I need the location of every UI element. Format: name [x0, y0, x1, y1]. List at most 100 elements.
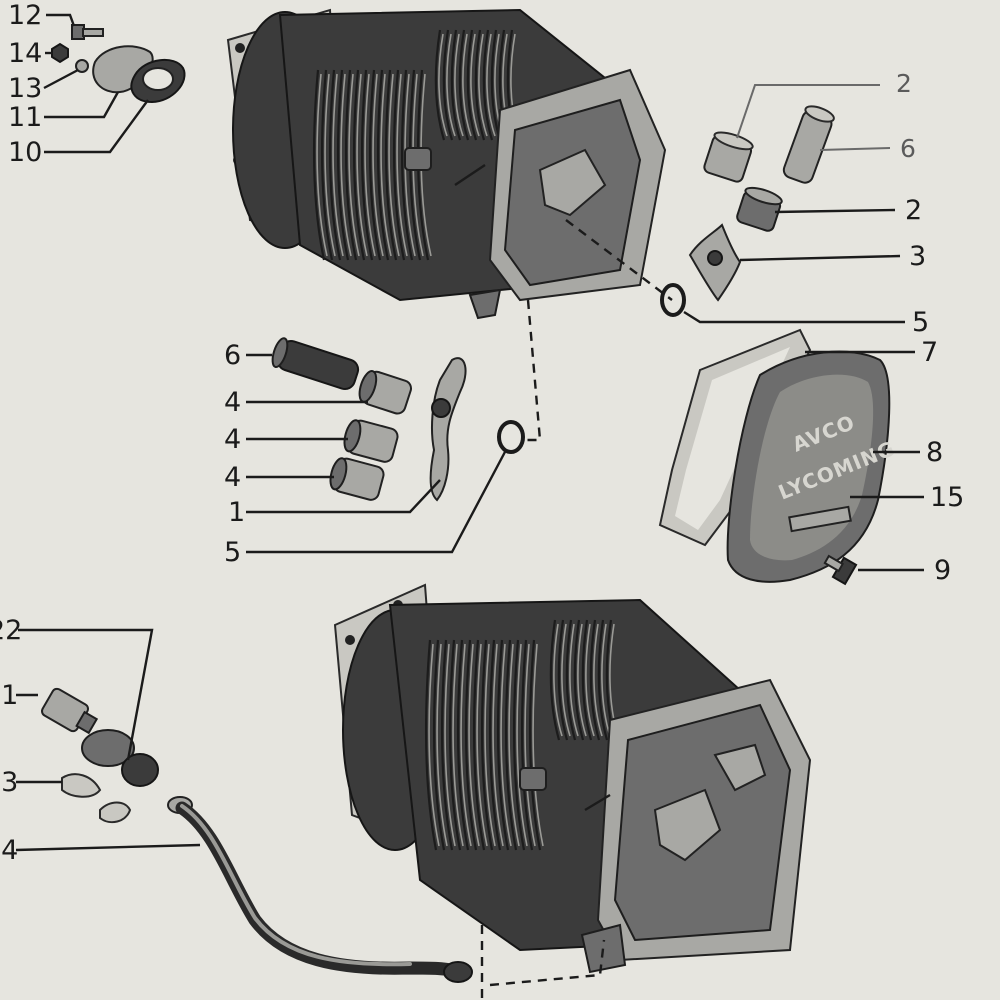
- upper-cooling-fins: [312, 29, 520, 261]
- callout-4-b: 4: [224, 424, 241, 455]
- callout-6-upper: 6: [900, 134, 916, 163]
- cooling-fin: [458, 29, 470, 141]
- cooling-fin-highlight: [484, 643, 496, 847]
- cooling-fin: [482, 29, 494, 141]
- callout-1: 1: [228, 497, 245, 528]
- cooling-fin: [474, 29, 486, 141]
- upper-cylinder-assembly: [226, 8, 667, 320]
- callout-15: 15: [930, 482, 964, 513]
- cooling-fin: [440, 639, 454, 851]
- cooling-fin: [512, 639, 526, 851]
- middle-rocker-parts: [271, 337, 525, 502]
- primer-fitting-parts: [41, 687, 473, 983]
- cooling-fin: [549, 619, 561, 741]
- cooling-fin: [368, 69, 382, 261]
- nameplate: [788, 505, 852, 533]
- cooling-fin-highlight: [356, 73, 368, 257]
- cooling-fin: [581, 619, 593, 741]
- cooling-fin-highlight: [446, 33, 456, 137]
- callout-22: 22: [0, 615, 22, 646]
- top-left-leaders: [43, 13, 149, 154]
- cooling-fin: [360, 69, 374, 261]
- callout-5-right: 5: [912, 307, 929, 338]
- cooling-fin: [434, 29, 446, 141]
- cooling-fin: [573, 619, 585, 741]
- cooling-fin-highlight: [444, 643, 456, 847]
- lower-cooling-fins: [424, 619, 619, 851]
- cooling-fin-highlight: [486, 33, 496, 137]
- cooling-fin-highlight: [460, 643, 472, 847]
- middle-left-leaders: [246, 353, 508, 554]
- cooling-fin-highlight: [476, 643, 488, 847]
- cooling-fin-highlight: [569, 623, 579, 737]
- alignment-dash-lower-right: [489, 939, 606, 987]
- cover-callouts: 7 8 15 9: [921, 337, 964, 586]
- cooling-fin-highlight: [364, 73, 376, 257]
- bottom-left-leaders: [15, 628, 201, 852]
- callout-4-c: 4: [224, 462, 241, 493]
- cooling-fin-highlight: [601, 623, 611, 737]
- cooling-fin-highlight: [452, 643, 464, 847]
- cooling-fin: [472, 639, 486, 851]
- cooling-fin: [520, 639, 534, 851]
- callout-11: 11: [8, 102, 42, 133]
- callout-4-a: 4: [224, 387, 241, 418]
- cooling-fin-highlight: [577, 623, 587, 737]
- cooling-fin-highlight: [492, 643, 504, 847]
- alignment-dash-middle: [522, 299, 542, 442]
- cooling-fin: [490, 29, 502, 141]
- cooling-fin-highlight: [468, 643, 480, 847]
- cooling-fin: [597, 619, 609, 741]
- callout-6-left: 6: [224, 340, 241, 371]
- cover-plate-parts: [51, 24, 186, 104]
- callout-7: 7: [921, 337, 938, 368]
- cooling-fin: [432, 639, 446, 851]
- cooling-fin-highlight: [561, 623, 571, 737]
- callout-9: 9: [934, 555, 951, 586]
- cooling-fin-highlight: [532, 643, 544, 847]
- callout-23: 23: [0, 767, 18, 798]
- cooling-fin: [456, 639, 470, 851]
- lower-cylinder-assembly: [333, 583, 812, 974]
- cover-leaders: [805, 350, 924, 572]
- callout-8: 8: [926, 437, 943, 468]
- cooling-fin: [392, 69, 406, 261]
- cooling-fin: [528, 639, 542, 851]
- cooling-fin-highlight: [348, 73, 360, 257]
- cooling-fin: [565, 619, 577, 741]
- cooling-fin-highlight: [428, 643, 440, 847]
- callout-2-lower: 2: [905, 195, 922, 226]
- top-right-leaders: [683, 84, 905, 324]
- bottom-left-callouts: 22 21 23 24: [0, 615, 22, 866]
- cooling-fin: [312, 69, 326, 261]
- cooling-fin: [344, 69, 358, 261]
- cooling-fin: [320, 69, 334, 261]
- top-left-callouts: 12 14 13 11 10: [8, 0, 42, 168]
- cooling-fin: [384, 69, 398, 261]
- cooling-fin-highlight: [372, 73, 384, 257]
- cooling-fin: [466, 29, 478, 141]
- cooling-fin-highlight: [508, 643, 520, 847]
- alignment-dash-upper: [565, 219, 673, 301]
- cooling-fin-highlight: [454, 33, 464, 137]
- cooling-fin: [589, 619, 601, 741]
- cooling-fin-highlight: [470, 33, 480, 137]
- cooling-fin: [557, 619, 569, 741]
- cooling-fin: [464, 639, 478, 851]
- cooling-fin-highlight: [524, 643, 536, 847]
- cooling-fin-highlight: [516, 643, 528, 847]
- cooling-fin-highlight: [462, 33, 472, 137]
- callout-3: 3: [909, 241, 926, 272]
- cooling-fin-highlight: [332, 73, 344, 257]
- callout-14: 14: [8, 38, 42, 69]
- callout-12: 12: [8, 0, 42, 31]
- cooling-fin-highlight: [380, 73, 392, 257]
- callout-21: 21: [0, 680, 18, 711]
- cooling-fin: [376, 69, 390, 261]
- top-right-callouts: 2 6 2 3 5: [896, 69, 929, 338]
- cooling-fin-highlight: [436, 643, 448, 847]
- cooling-fin-highlight: [316, 73, 328, 257]
- cooling-fin: [328, 69, 342, 261]
